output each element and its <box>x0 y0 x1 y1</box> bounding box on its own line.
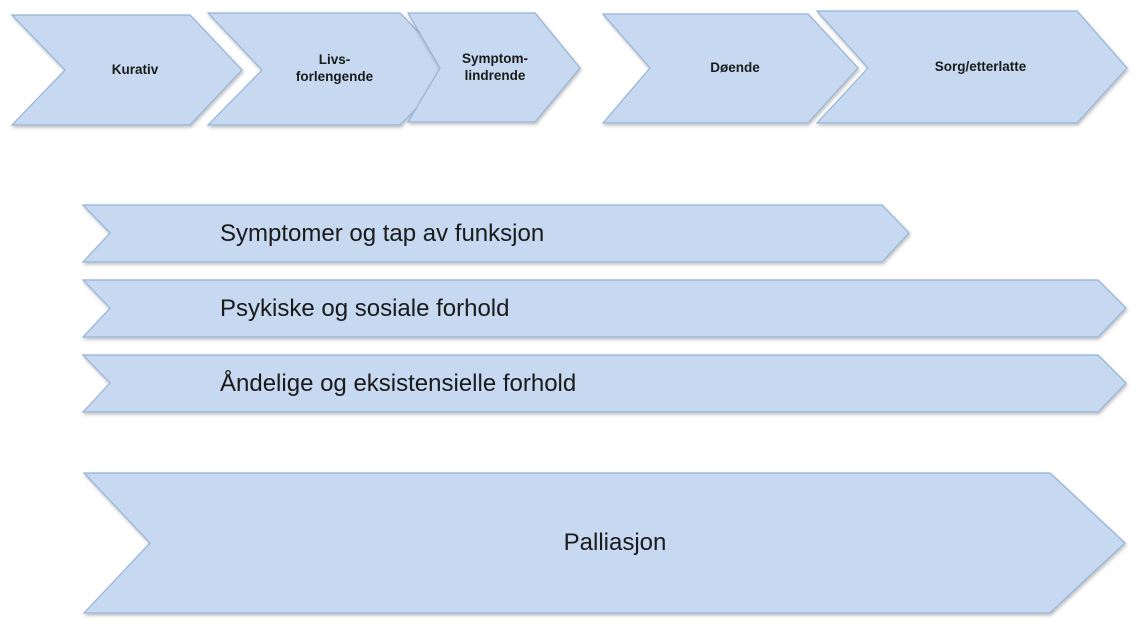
dimension-bar-symptomer <box>81 204 910 263</box>
phase-label-line2: forlengende <box>295 69 374 84</box>
palliasjon-text: Palliasjon <box>563 529 667 556</box>
dimension-label-text: Åndelige og eksistensielle forhold <box>220 369 577 397</box>
palliasjon-chevron <box>82 472 1126 614</box>
phase-chevron-symptomlindrende <box>406 12 581 123</box>
phase-label-sorg: Sorg/etterlatte <box>868 11 1093 123</box>
phase-label-line1: Symptom- <box>461 50 528 66</box>
phase-label-kurativ: Kurativ <box>65 15 205 125</box>
dimension-label-text: Symptomer og tap av funksjon <box>220 219 545 247</box>
dimension-bar-andelige <box>81 354 1127 413</box>
phase-label-line1: Sorg/etterlatte <box>934 58 1027 74</box>
phase-chevron-sorg <box>815 10 1128 124</box>
dimension-label-psykiske: Psykiske og sosiale forhold <box>220 280 1070 337</box>
phase-label-line1: Døende <box>710 60 760 76</box>
phase-label-line1: Kurativ <box>111 61 159 77</box>
palliasjon-label: Palliasjon <box>150 473 1050 613</box>
dimension-label-text: Psykiske og sosiale forhold <box>220 294 510 322</box>
phase-chevron-livsforlengende <box>206 12 456 126</box>
phase-label-line2: lindrende <box>464 67 526 83</box>
dimension-label-symptomer: Symptomer og tap av funksjon <box>220 205 870 262</box>
phase-label-doende: Døende <box>650 14 820 123</box>
phase-label-livsforlengende: Livs- forlengende <box>262 13 407 125</box>
phase-label-symptomlindrende: Symptom- lindrende <box>440 13 550 122</box>
dimension-bar-psykiske <box>81 279 1127 338</box>
phase-label-line1: Livs- <box>318 52 351 68</box>
phase-chevron-doende <box>601 13 859 124</box>
phase-chevron-kurativ <box>10 14 243 126</box>
dimension-label-andelige: Åndelige og eksistensielle forhold <box>220 355 1070 412</box>
